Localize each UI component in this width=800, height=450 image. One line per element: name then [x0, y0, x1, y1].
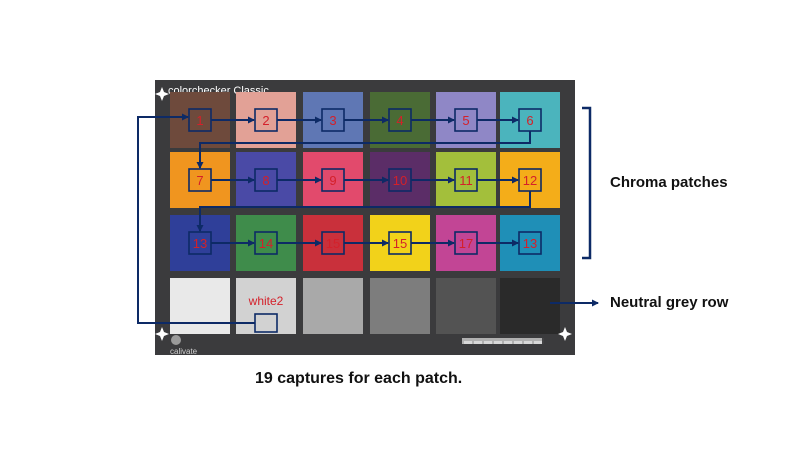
- patch-marker-box: [388, 108, 412, 132]
- patch-marker-box: [321, 231, 345, 255]
- patch-marker-label: 12: [523, 173, 537, 188]
- patch-marker-label: 7: [196, 173, 203, 188]
- patch-marker-box: [388, 231, 412, 255]
- patch-marker-label: 11: [459, 173, 473, 188]
- patch-marker-box: [454, 231, 478, 255]
- sparkle-icon: [155, 327, 169, 341]
- patch-marker-label: 15: [393, 236, 407, 251]
- patch-marker-label: 15: [326, 236, 340, 251]
- patch-marker-label: 3: [329, 113, 336, 128]
- patch-marker-box: [188, 168, 212, 192]
- patch-marker-label: 10: [393, 173, 407, 188]
- capture-flow: [137, 113, 531, 324]
- brand-name: calivate: [170, 347, 198, 356]
- patch-marker-box: [321, 108, 345, 132]
- patch-marker-box: [254, 231, 278, 255]
- patch-marker-label: 2: [262, 113, 269, 128]
- color-patch: [500, 278, 560, 334]
- color-patch: [303, 278, 363, 334]
- white-marker-box: [254, 313, 278, 333]
- patch-marker-label: 13: [523, 236, 537, 251]
- patch-marker-box: [518, 168, 542, 192]
- patch-marker-label: 4: [396, 113, 403, 128]
- patch-marker-label: 17: [459, 236, 473, 251]
- scale-ruler: [462, 338, 544, 344]
- patch-marker-label: 6: [526, 113, 533, 128]
- chroma-label: Chroma patches: [610, 174, 728, 191]
- patch-marker-label: 13: [193, 236, 207, 251]
- row-connector-arrow: [196, 131, 531, 169]
- brand-logo-icon: [171, 335, 181, 345]
- patch-marker-box: [388, 168, 412, 192]
- sparkle-icon: [155, 87, 169, 101]
- sparkle-icon: [558, 327, 572, 341]
- patch-marker-box: [454, 108, 478, 132]
- patch-marker-label: 1: [196, 113, 203, 128]
- return-loop-arrow: [137, 113, 255, 324]
- patch-marker-box: [254, 168, 278, 192]
- patch-marker-box: [188, 108, 212, 132]
- patch-marker-box: [188, 231, 212, 255]
- chroma-bracket: [582, 106, 592, 260]
- color-patch: [236, 278, 296, 334]
- patch-marker-label: 14: [259, 236, 273, 251]
- white-marker-label: white2: [248, 294, 284, 308]
- patch-marker-box: [518, 108, 542, 132]
- patch-marker-label: 9: [329, 173, 336, 188]
- color-patch: [436, 278, 496, 334]
- patch-marker-box: [321, 168, 345, 192]
- patch-marker-label: 8: [262, 173, 269, 188]
- patch-marker-box: [518, 231, 542, 255]
- caption: 19 captures for each patch.: [255, 370, 462, 387]
- color-patch: [170, 278, 230, 334]
- patch-marker-box: [254, 108, 278, 132]
- row-connector-arrow: [196, 191, 531, 232]
- patch-marker-box: [454, 168, 478, 192]
- neutral-label: Neutral grey row: [610, 294, 729, 311]
- patch-marker-label: 5: [462, 113, 469, 128]
- color-patch: [370, 278, 430, 334]
- corner-sparkles: [155, 87, 572, 341]
